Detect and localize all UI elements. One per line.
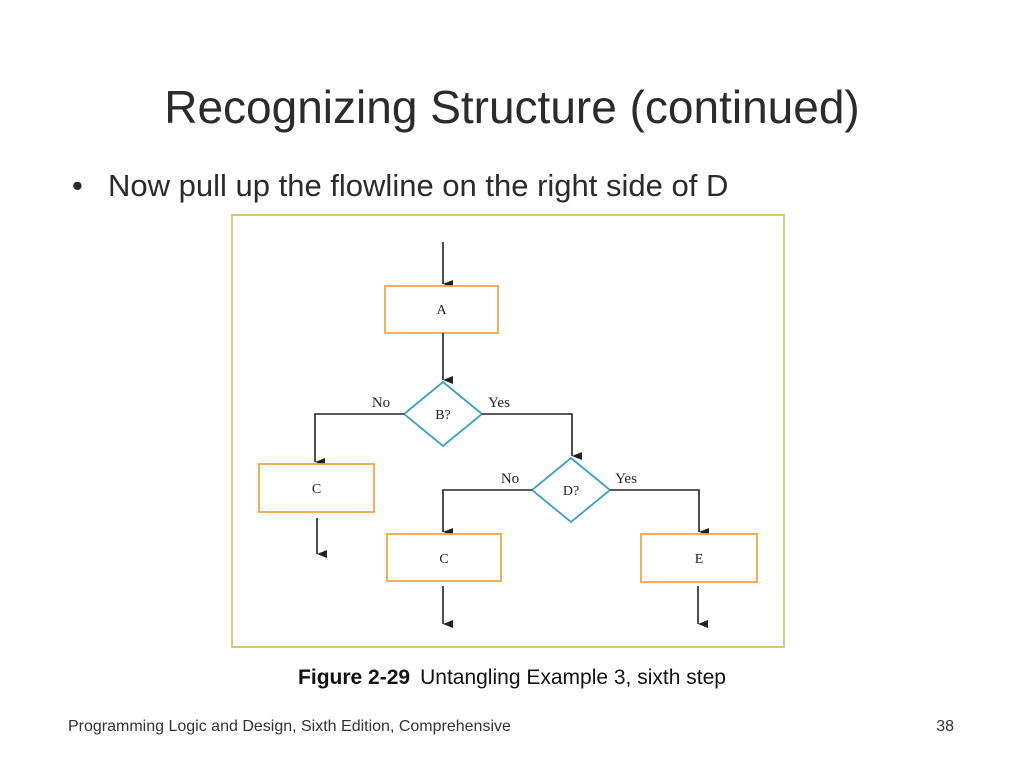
decision-d-label: D? — [563, 484, 579, 499]
process-a-label: A — [436, 303, 447, 318]
footer-page-number: 38 — [936, 718, 954, 735]
flowline-d-yes — [610, 489, 709, 536]
process-e-label: E — [695, 552, 704, 567]
flowchart-canvas: A B? No Yes C D? No Yes C E — [258, 242, 758, 628]
slide-title: Recognizing Structure (continued) — [164, 81, 860, 133]
d-no-label: No — [501, 471, 519, 487]
flowline-d-no — [442, 489, 532, 536]
footer-book-title: Programming Logic and Design, Sixth Edit… — [68, 718, 511, 735]
b-no-label: No — [372, 395, 390, 411]
b-yes-label: Yes — [488, 395, 510, 411]
figure-number: Figure 2-29 — [298, 666, 411, 689]
bullet-item: • Now pull up the flowline on the right s… — [72, 166, 728, 206]
process-box-c-left — [258, 463, 375, 513]
process-c-right-label: C — [439, 552, 448, 567]
d-yes-label: Yes — [615, 471, 637, 487]
process-box-a — [384, 285, 499, 334]
flowline-b-no — [314, 413, 404, 466]
process-box-c-right — [386, 533, 502, 582]
process-c-left-label: C — [312, 482, 321, 497]
flowchart-figure: A B? No Yes C D? No Yes C E — [231, 214, 785, 648]
flowline-b-yes — [482, 413, 582, 460]
figure-caption-text: Untangling Example 3, sixth step — [420, 666, 726, 689]
bullet-text: Now pull up the flowline on the right si… — [108, 168, 729, 203]
decision-diamond-d — [530, 456, 612, 524]
decision-diamond-b — [402, 380, 484, 448]
bullet-marker: • — [72, 168, 83, 203]
process-box-e — [640, 533, 758, 583]
decision-b-label: B? — [435, 408, 451, 423]
figure-caption: Figure 2-29 Untangling Example 3, sixth s… — [0, 664, 1024, 692]
